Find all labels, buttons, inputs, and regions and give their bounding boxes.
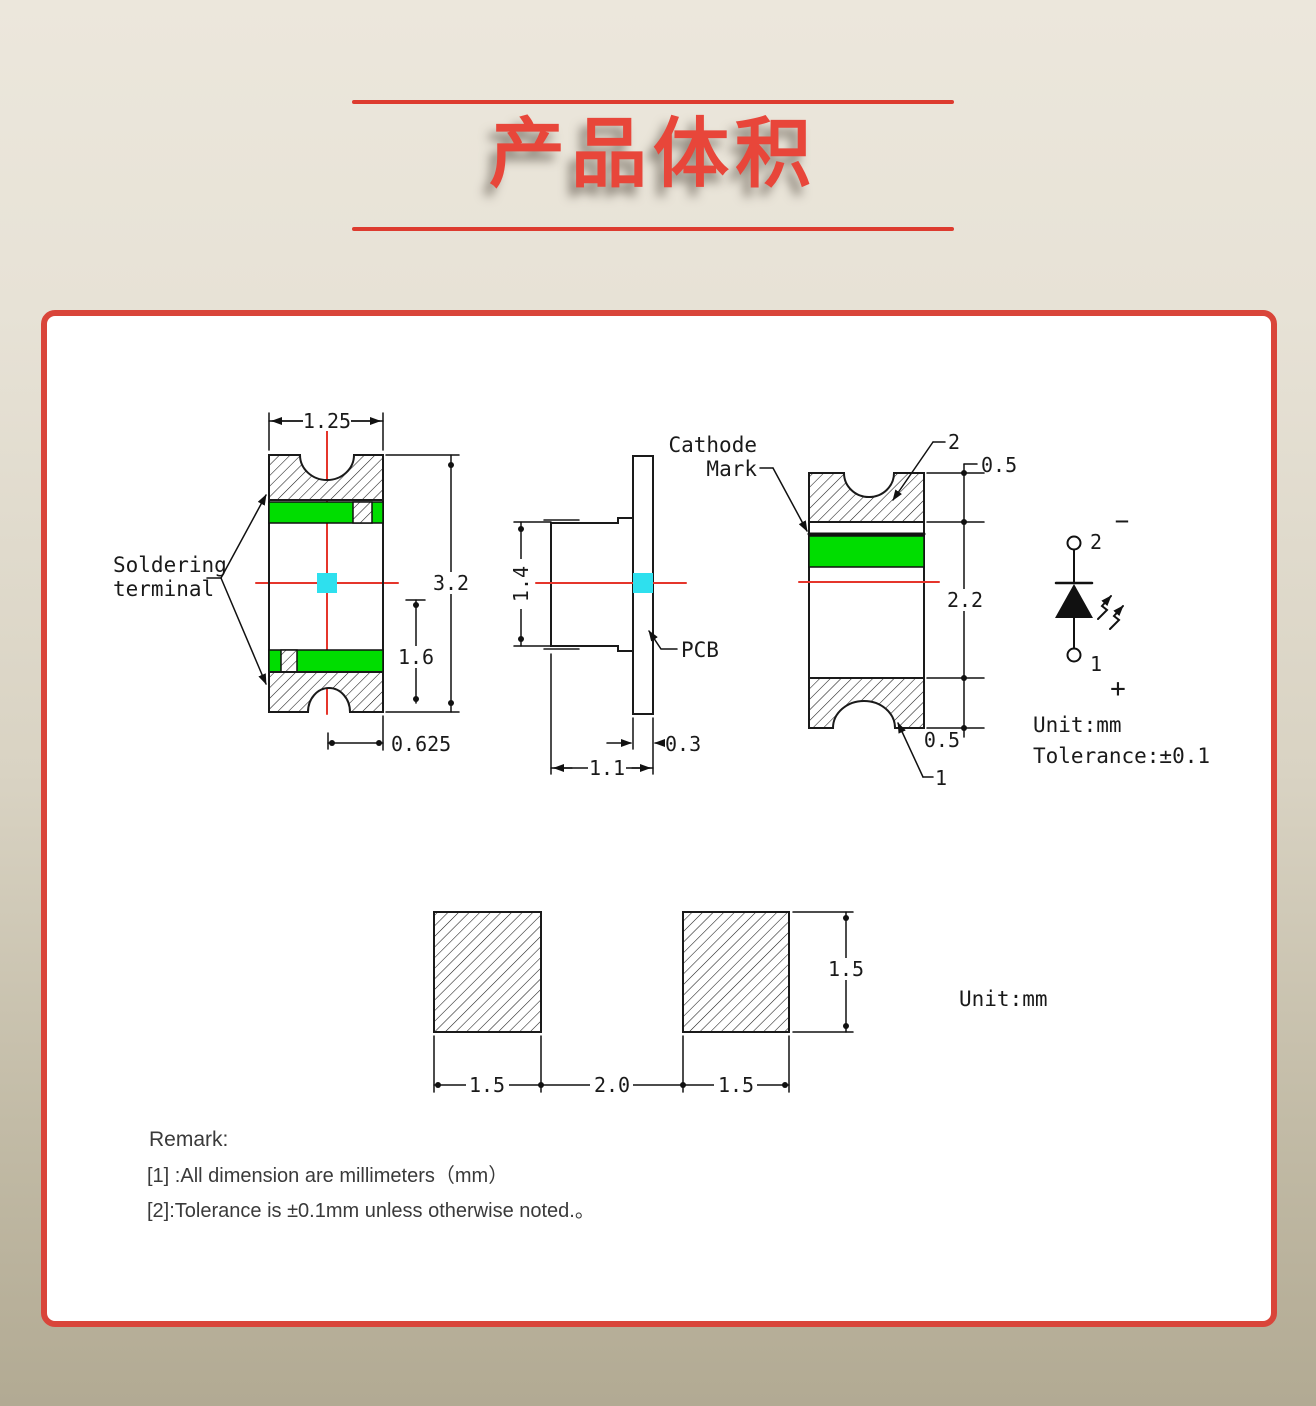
pad-layout: 1.5 2.0 1.5 1.5 Unit:mm (433, 911, 1048, 1097)
side-center-mark (633, 573, 653, 593)
back-top-terminal-hatch (808, 472, 925, 523)
tolerance-label: Tolerance:±0.1 (1033, 744, 1210, 768)
pad-unit-label: Unit:mm (959, 987, 1048, 1011)
front-center-mark (317, 573, 337, 593)
front-dim-lower: 1.6 (398, 645, 434, 669)
diode-pin1-node (1066, 647, 1082, 663)
back-bottom-terminal-hatch (808, 677, 925, 729)
side-profile (550, 517, 634, 652)
side-dim-height: 1.4 (509, 566, 533, 602)
leader-line (648, 630, 678, 650)
dim-dot (413, 602, 419, 608)
dim-dot (843, 1023, 849, 1029)
title-rule-bottom (352, 227, 954, 231)
pad-dim-left: 1.5 (469, 1073, 505, 1097)
dim-dot (435, 1082, 441, 1088)
front-bottom-terminal-hatch (268, 671, 384, 713)
pad-right (682, 911, 790, 1033)
dim-dot (448, 700, 454, 706)
dim-dot (448, 462, 454, 468)
pad-dim-gap: 2.0 (594, 1073, 630, 1097)
dim-dot (843, 915, 849, 921)
dim-dot (680, 1082, 686, 1088)
leader-line (220, 577, 267, 685)
dim-dot (961, 470, 967, 476)
dim-dot (961, 725, 967, 731)
dim-text-bg (510, 559, 532, 609)
pcb-label: PCB (681, 638, 719, 662)
dim-text-bg (588, 757, 626, 779)
dim-dot (329, 740, 335, 746)
pad-dim-right: 1.5 (718, 1073, 754, 1097)
dim-dot (413, 696, 419, 702)
diode-pin2-node (1066, 535, 1082, 551)
front-top-terminal-hatch (268, 454, 384, 501)
back-dim-top: 0.5 (981, 453, 1017, 477)
pad-dim-height: 1.5 (828, 957, 864, 981)
cathode-mark-label-1: Cathode (668, 433, 757, 457)
soldering-terminal-label-1: Soldering (113, 553, 227, 577)
back-pin1-label: 1 (935, 766, 947, 790)
dim-text-bg (303, 410, 351, 431)
front-top-band-hatch-square (352, 501, 373, 524)
cathode-mark-label-2: Mark (706, 457, 757, 481)
dimension-drawing: 1.25 3.2 1.6 0.625 Soldering terminal (113, 409, 1210, 1222)
title-rule-top (352, 100, 954, 104)
dim-text-bg (394, 646, 438, 668)
dim-dot (518, 526, 524, 532)
remark-line-2: [2]:Tolerance is ±0.1mm unless otherwise… (147, 1200, 595, 1222)
back-view: Cathode Mark 2 1 0.5 2.2 0.5 (668, 430, 1017, 790)
dim-text-bg (466, 1074, 509, 1096)
front-dim-width: 1.25 (303, 409, 351, 433)
pad-left (433, 911, 542, 1033)
page-title: 产品体积 (489, 109, 817, 198)
leader-line (892, 441, 934, 501)
side-dim-pcb: 0.3 (665, 732, 701, 756)
diode-symbol: 2 − 1 + Unit:mm Tolerance:±0.1 (1033, 507, 1210, 768)
dim-text-bg (825, 958, 868, 980)
back-solder-band (808, 535, 925, 568)
diode-minus-label: − (1115, 507, 1129, 535)
dim-text-bg (943, 589, 985, 611)
diode-pin2-label: 2 (1090, 530, 1102, 554)
dim-text-bg (714, 1074, 757, 1096)
back-dim-bottom: 0.5 (924, 728, 960, 752)
leader-line (897, 722, 924, 778)
side-dim-total: 1.1 (589, 756, 625, 780)
front-dim-height: 3.2 (433, 571, 469, 595)
leader-line (772, 467, 808, 532)
light-arrow-icon (1097, 595, 1112, 620)
front-view: 1.25 3.2 1.6 0.625 Soldering terminal (113, 409, 474, 756)
unit-label: Unit:mm (1033, 713, 1122, 737)
dim-dot (782, 1082, 788, 1088)
back-pin2-label: 2 (948, 430, 960, 454)
front-dim-half-width: 0.625 (391, 732, 451, 756)
leader-line (220, 494, 267, 579)
dim-text-bg (590, 1074, 633, 1096)
side-view: 1.4 PCB 0.3 1.1 (509, 455, 719, 780)
dim-dot (518, 636, 524, 642)
back-dim-mid: 2.2 (947, 588, 983, 612)
dim-text-bg (428, 572, 474, 594)
dim-dot (538, 1082, 544, 1088)
dim-dot (961, 519, 967, 525)
remark-title: Remark: (149, 1128, 228, 1151)
remark-block: Remark: [1] :All dimension are millimete… (147, 1128, 595, 1222)
dim-dot (961, 675, 967, 681)
diode-pin1-label: 1 (1090, 652, 1102, 676)
front-bottom-band-hatch-square (280, 649, 298, 673)
soldering-terminal-label-2: terminal (113, 577, 214, 601)
diode-triangle (1055, 584, 1093, 618)
diode-plus-label: + (1110, 674, 1126, 704)
dim-dot (376, 740, 382, 746)
drawing-panel: 1.25 3.2 1.6 0.625 Soldering terminal (41, 310, 1277, 1327)
light-arrow-icon (1109, 605, 1124, 630)
remark-line-1: [1] :All dimension are millimeters（mm） (147, 1164, 508, 1187)
